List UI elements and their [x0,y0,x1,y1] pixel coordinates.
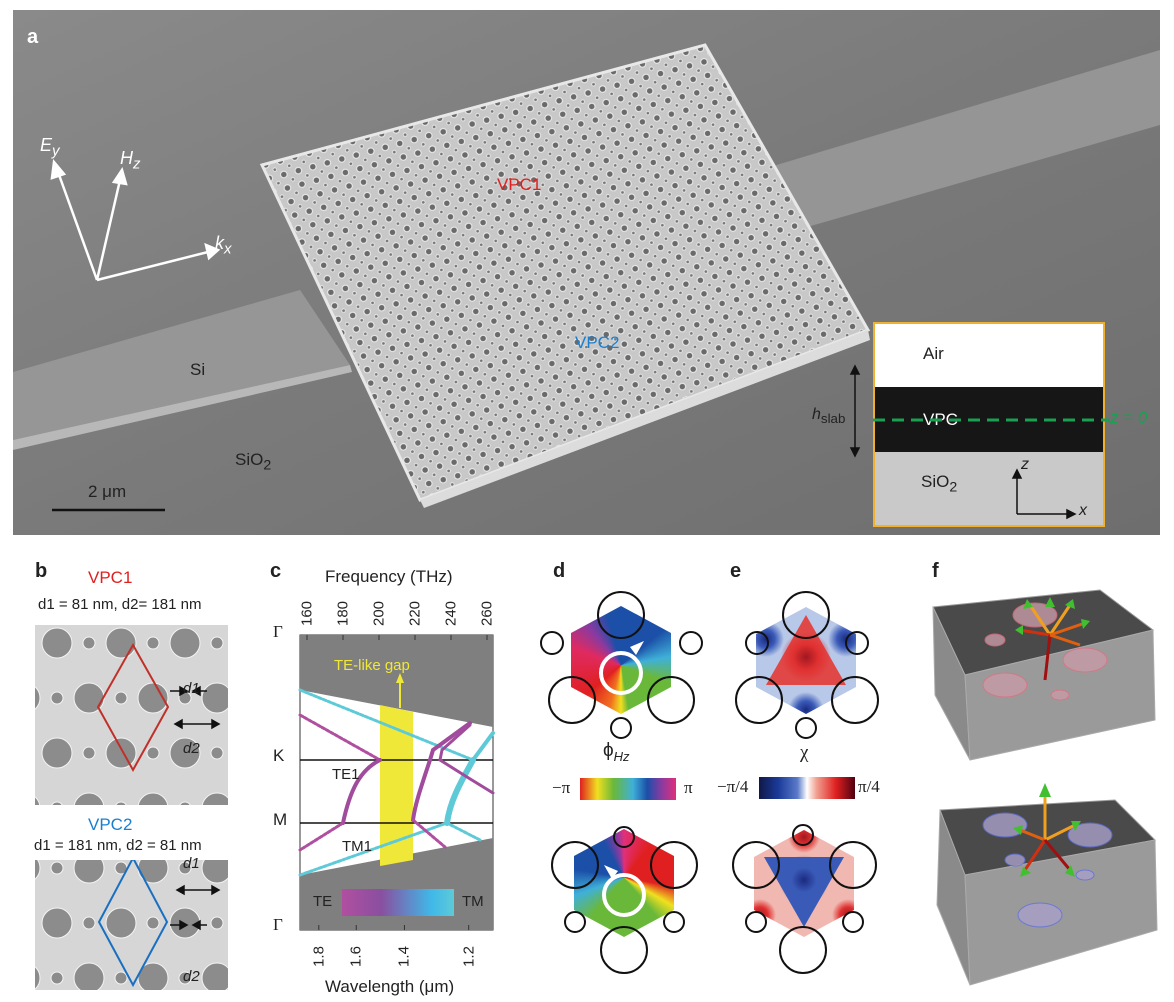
z0-label: z = 0 [1110,408,1148,427]
panel-label-d: d [553,560,566,582]
z-axis-label: z [1021,456,1029,473]
frequency-tick-label: 160 [298,600,316,627]
tm-band-solid [444,757,476,826]
k-label-m: M [273,810,288,829]
wavelength-tick-label: 1.2 [460,946,478,967]
field-axes [50,158,221,282]
vpc2-params: d1 = 181 nm, d2 = 81 nm [34,837,202,854]
tm1-label: TM1 [342,838,372,855]
vpc2-label: VPC2 [575,333,620,352]
te2-band [411,721,472,822]
z0-line [849,364,1110,458]
kx-label: kx [215,233,232,258]
cross-section-inset: Air VPC SiO2 z x [873,322,1105,527]
te-gap-label: TE-like gap [334,657,410,674]
phase-colorbar-min: −π [552,778,571,797]
chirality-colorbar [759,777,855,799]
panel-label-a: a [27,26,39,48]
sio2-label: SiO2 [235,450,272,474]
chirality-colorbar-min: −π/4 [717,777,749,796]
si-waveguide-right [760,50,1160,232]
te-tm-legend-bar [342,889,454,916]
frequency-tick-label: 240 [442,600,460,627]
frequency-axis-title: Frequency (THz) [325,567,453,586]
si-label: Si [190,360,206,379]
d1-label: d1 [183,680,200,697]
rotation-arrow-icon [599,651,646,917]
ey-label: Ey [40,135,60,160]
frequency-tick-label: 200 [370,600,388,627]
band-diagram [298,634,495,931]
vpc2-sem [35,860,228,990]
vpc1-sem [35,625,228,805]
frequency-tick-label: 260 [478,600,496,627]
frequency-tick-label: 220 [406,600,424,627]
wavelength-tick-label: 1.8 [310,946,328,967]
light-cone-upper [300,635,493,727]
d2-label-vpc2: d2 [183,968,200,985]
d1-label-vpc2: d1 [183,855,200,872]
sem-image [13,10,1160,535]
k-label-gamma-bottom: Γ [273,915,283,934]
legend-te: TE [313,893,333,910]
phase-map-overlay [540,591,703,974]
phase-colorbar-title: ϕHz [603,740,630,764]
d2-label: d2 [183,740,200,757]
unit-cell-vpc2 [97,860,169,988]
phase-map-vpc1 [571,606,671,714]
te3-band [438,723,495,795]
vpc2-title: VPC2 [88,815,133,834]
scale-bar-label: 2 μm [88,482,127,501]
unit-cell-vpc1 [96,642,170,773]
hslab-label: hslab [812,406,846,427]
te1-band-solid [341,758,382,825]
te1-band-dotted [298,713,382,762]
render-vpc1 [932,589,1156,761]
chirality-colorbar-title: χ [800,742,809,763]
vpc1-title: VPC1 [88,568,133,587]
wavelength-axis-title: Wavelength (μm) [325,977,455,996]
hz-label: Hz [120,148,141,173]
vpc1-params: d1 = 81 nm, d2= 181 nm [38,596,202,613]
phase-colorbar [580,778,676,800]
sio2-layer-label: SiO2 [921,472,958,496]
3d-spin-field-renders [932,589,1158,986]
k-label-gamma-top: Γ [273,622,283,641]
k-label-k: K [273,746,285,765]
panel-label-c: c [270,560,282,582]
si-waveguide-left [13,290,350,440]
frequency-tick-label: 180 [334,600,352,627]
chirality-maps [732,591,879,974]
xz-axes [1011,468,1077,520]
air-label: Air [923,344,944,363]
te-gap-band [380,705,413,866]
x-axis-label: x [1079,502,1087,519]
te1-label: TE1 [332,766,360,783]
chirality-colorbar-max: π/4 [858,777,880,796]
panel-label-e: e [730,560,742,582]
phase-colorbar-max: π [684,778,693,797]
legend-tm: TM [462,893,484,910]
wavelength-tick-label: 1.4 [395,946,413,967]
vpc1-label: VPC1 [497,175,542,194]
render-vpc2 [936,783,1158,986]
panel-label-b: b [35,560,48,582]
wavelength-tick-label: 1.6 [347,946,365,967]
panel-label-f: f [932,560,939,582]
